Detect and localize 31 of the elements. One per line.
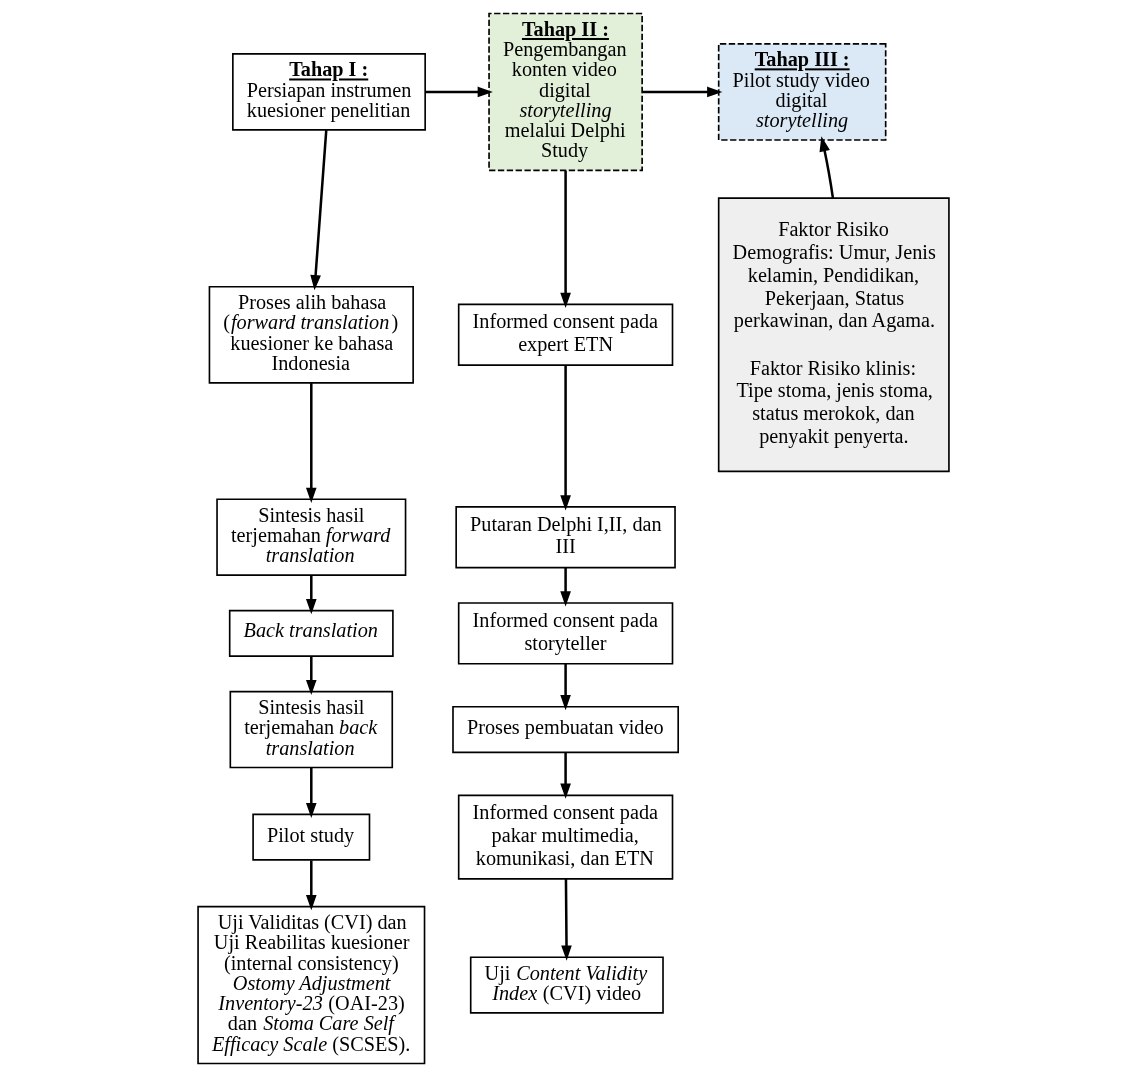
arrow	[305, 575, 317, 615]
node-box: Informed consent pada storyteller	[457, 602, 674, 665]
node-box: Proses alih bahasa (forward translation) kuesioner ke bahasa Indonesia	[208, 285, 414, 384]
arrow	[310, 130, 328, 291]
arrow	[560, 752, 571, 799]
node-box: Informed consent pada pakar multimedia, komunikasi, dan ETN	[457, 794, 674, 880]
node-box: Back translation	[228, 609, 394, 657]
arrow	[560, 170, 571, 308]
arrow	[305, 767, 317, 819]
node-box: Putaran Delphi I,II, dan III	[455, 506, 676, 569]
arrow	[560, 365, 571, 511]
arrow	[305, 860, 317, 911]
arrow	[560, 663, 571, 711]
node-box: Tahap I : Persiapan instrumen kuesioner penelitian	[232, 53, 426, 131]
arrow	[305, 382, 317, 503]
arrow	[561, 878, 572, 961]
node-box: Proses pembuatan video	[452, 705, 679, 754]
arrow	[560, 567, 571, 607]
arrow	[642, 86, 723, 98]
node-box: Tahap III : Pilot study video digital storytelling	[717, 43, 887, 141]
node-box: Informed consent pada expert ETN	[457, 303, 674, 366]
node-box: Uji Validitas (CVI) dan Uji Reabilitas kuesioner (internal consistency) Ostomy Adjustment Inventory-23 (OAI-23) dan Stoma Care Self Efficacy Scale (SCSES).	[197, 905, 426, 1065]
arrow	[819, 136, 835, 198]
node-box: Faktor Risiko Demografis: Umur, Jenis kelamin, Pendidikan, Pekerjaan, Status perkawinan, dan Agama. Faktor Risiko klinis: Tipe stoma, jenis stoma, status merokok, dan penyakit penyerta.	[717, 197, 950, 473]
node-box: Pilot study	[252, 813, 371, 861]
node-box: Sintesis hasil terjemahan back translation	[229, 690, 394, 769]
node-box: Tahap II : Pengembangan konten video digital storytelling melalui Delphi Study	[488, 12, 643, 172]
node-box: Sintesis hasil terjemahan forward translation	[216, 498, 407, 576]
arrow	[305, 656, 317, 696]
arrow	[425, 86, 493, 98]
node-box: Uji Content Validity Index (CVI) video	[469, 956, 664, 1014]
